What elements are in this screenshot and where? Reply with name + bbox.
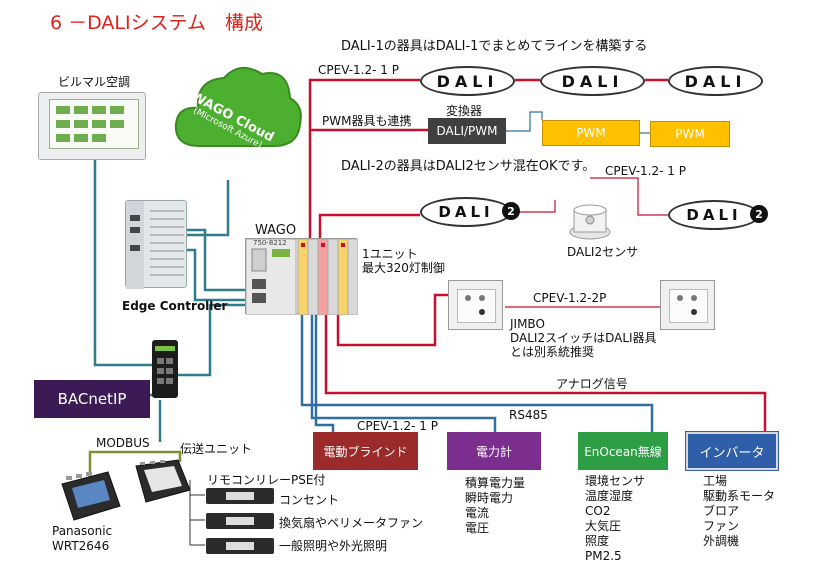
list-item: PM2.5: [585, 549, 622, 563]
relay-item-2: 換気扇やペリメータファン: [279, 516, 424, 530]
cloud-icon: [170, 58, 305, 158]
switch-line: [336, 293, 448, 347]
jimbo-line-1: JIMBO: [510, 317, 545, 331]
dali1-note: DALI-1の器具はDALI-1でまとめてラインを構築する: [341, 39, 648, 54]
output-enocean-box: EnOcean無線: [578, 432, 668, 470]
dali2-note: DALI-2の器具はDALI2センサ混在OKです。: [341, 159, 596, 174]
dali2-sensor-link-b: [590, 177, 668, 216]
page-title: 6 －DALIシステム 構成: [50, 12, 264, 34]
building-ac-panel-icon: [38, 92, 146, 160]
pwm-fixture-1: PWM: [542, 120, 640, 146]
list-item: 大気圧: [585, 519, 622, 533]
list-item: ファン: [703, 519, 740, 533]
cloud-line: [185, 180, 230, 237]
ac-line: [93, 160, 152, 367]
wago-label: WAGO: [255, 223, 297, 238]
modbus-label: MODBUS: [96, 436, 150, 450]
wago-controller-icon: [245, 238, 359, 316]
list-item: 電流: [465, 506, 490, 520]
modbus-line: [88, 450, 182, 478]
power-meter-list: 積算電力量 瞬時電力 電流 電圧: [465, 476, 525, 536]
list-item: 積算電力量: [465, 476, 526, 490]
relay-item-3: 一般照明や外光照明: [279, 539, 388, 553]
cable-label-switch: CPEV-1.2-2P: [533, 291, 607, 305]
analog-signal-label: アナログ信号: [556, 377, 628, 391]
transmission-unit-label: 伝送ユニット: [180, 442, 253, 456]
dali-fixture-2: DALI: [540, 66, 645, 96]
dali2-sensor-icon: [566, 196, 614, 244]
network-switch-icon: [152, 340, 178, 398]
inverter-list: 工場 駆動系モータ ブロア ファン 外調機: [703, 474, 775, 549]
pwm-fixture-2: PWM: [650, 121, 730, 147]
dali2-logo-text: DALI: [686, 206, 742, 224]
list-item: 駆動系モータ: [703, 489, 776, 503]
pwm-note: PWM器具も連携: [322, 114, 412, 128]
dali2-sensor-label: DALI2センサ: [567, 245, 639, 259]
dali2-badge: 2: [502, 202, 520, 220]
unit-note-2: 最大320灯制御: [362, 261, 445, 275]
dali-fixture-1: DALI: [420, 66, 515, 96]
relay-3-icon: [206, 538, 274, 554]
cable-label-dali2: CPEV-1.2- 1 P: [605, 164, 686, 178]
dali2-logo-text: DALI: [438, 203, 494, 221]
dali2-badge: 2: [750, 205, 768, 223]
list-item: 工場: [703, 474, 728, 488]
dali-fixture-3: DALI: [668, 66, 763, 96]
list-item: 外調機: [703, 534, 740, 548]
list-item: 電圧: [465, 521, 490, 535]
transmission-unit-icon: [134, 458, 192, 504]
output-blind-box: 電動ブラインド: [313, 432, 418, 470]
panasonic-label-1: Panasonic: [52, 524, 113, 538]
wall-switch-2-icon: [660, 280, 715, 330]
relay-bracket: [189, 480, 205, 546]
relay-header: リモコンリレーPSE付: [207, 473, 326, 487]
relay-1-icon: [206, 488, 274, 504]
blind-line: [314, 312, 335, 432]
dali2-sensor-link-a: [515, 200, 556, 213]
list-item: 環境センサ: [585, 474, 646, 488]
rs485-line: [310, 312, 497, 432]
list-item: 瞬時電力: [465, 491, 514, 505]
analog-line: [324, 312, 767, 432]
panasonic-terminal-icon: [58, 470, 122, 522]
edge-controller-icon: [125, 200, 187, 289]
panasonic-label-2: WRT2646: [52, 539, 110, 553]
relay-item-1: コンセント: [279, 493, 340, 507]
cable-label-dali1: CPEV-1.2- 1 P: [318, 63, 399, 77]
output-inverter-box: インバータ: [685, 431, 779, 471]
unit-note-1: 1ユニット: [362, 247, 418, 261]
pwm-link-1: [506, 111, 543, 132]
enocean-list: 環境センサ 温度湿度 CO2 大気圧 照度 PM2.5: [585, 474, 645, 564]
output-power-meter-box: 電力計: [447, 432, 541, 470]
jimbo-line-3: とは別系統推奨: [510, 345, 595, 359]
jimbo-line-2: DALI2スイッチはDALI器具: [510, 331, 657, 345]
dali-pwm-converter: DALI/PWM: [428, 118, 506, 144]
converter-label: 変換器: [446, 104, 483, 118]
enocean-line: [300, 312, 654, 432]
list-item: CO2: [585, 504, 611, 518]
list-item: 温度湿度: [585, 489, 634, 503]
dali2-fixture-2: DALI 2: [668, 200, 768, 230]
relay-2-icon: [206, 513, 274, 529]
lan-line: [175, 303, 250, 377]
list-item: ブロア: [703, 504, 740, 518]
rs485-label: RS485: [509, 408, 548, 422]
building-ac-label: ビルマル空調: [58, 75, 131, 89]
bacnet-ip-box: BACnetIP: [34, 380, 150, 418]
wago-model: 750-8212: [253, 239, 287, 247]
list-item: 照度: [585, 534, 610, 548]
dali2-fixture-1: DALI 2: [420, 197, 520, 227]
dali1-line: [308, 78, 420, 280]
cable-label-blind: CPEV-1.2- 1 P: [357, 419, 438, 433]
wall-switch-1-icon: [448, 280, 503, 330]
edge-controller-label: Edge Controller: [122, 299, 228, 313]
